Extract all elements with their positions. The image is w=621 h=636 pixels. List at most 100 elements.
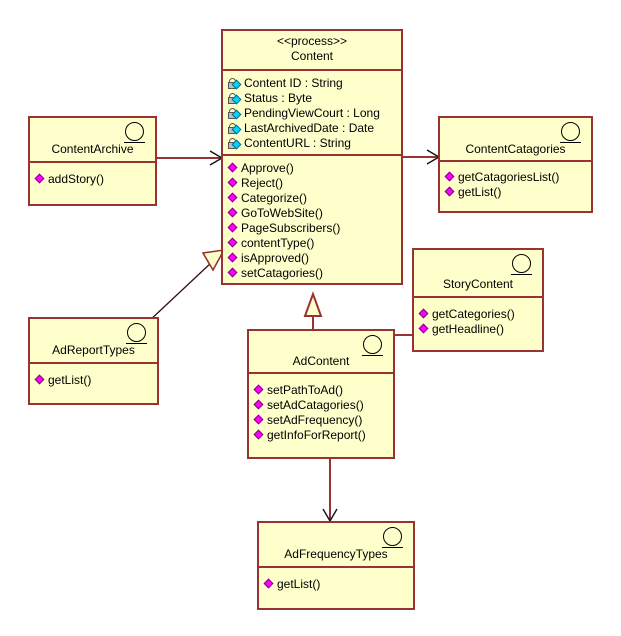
method-diamond-icon bbox=[227, 222, 239, 234]
method-row: setPathToAd() bbox=[253, 383, 393, 398]
method-label: isApproved() bbox=[241, 251, 310, 265]
method-diamond-icon bbox=[253, 399, 265, 411]
attribute-label: Status : Byte bbox=[244, 91, 313, 105]
method-label: setPathToAd() bbox=[267, 383, 344, 397]
method-row: isApproved() bbox=[227, 251, 401, 266]
attribute-label: Content ID : String bbox=[244, 76, 343, 90]
method-row: getCategories() bbox=[418, 307, 542, 322]
method-label: getList() bbox=[458, 185, 502, 199]
class-header-story-content: StoryContent bbox=[414, 250, 542, 298]
class-title: AdFrequencyTypes bbox=[284, 547, 388, 561]
method-label: GoToWebSite() bbox=[241, 206, 323, 220]
method-row: GoToWebSite() bbox=[227, 206, 401, 221]
methods-compartment-content: Approve() Reject() Categorize() GoToWebS… bbox=[223, 154, 401, 283]
attribute-label: ContentURL : String bbox=[244, 136, 351, 150]
method-diamond-icon bbox=[227, 252, 239, 264]
class-box-ad-report-types[interactable]: AdReportTypes getList() bbox=[28, 317, 159, 405]
method-row: PageSubscribers() bbox=[227, 221, 401, 236]
connector-adreporttypes-to-content bbox=[147, 248, 226, 323]
method-diamond-icon bbox=[253, 429, 265, 441]
method-label: PageSubscribers() bbox=[241, 221, 341, 235]
method-row: getCatagoriesList() bbox=[444, 170, 591, 185]
method-diamond-icon bbox=[253, 414, 265, 426]
methods-compartment-ad-frequency-types: getList() bbox=[259, 568, 413, 608]
method-label: getInfoForReport() bbox=[267, 428, 366, 442]
method-row: getList() bbox=[444, 185, 591, 200]
class-title: ContentCatagories bbox=[465, 142, 566, 156]
method-row: getHeadline() bbox=[418, 322, 542, 337]
method-diamond-icon bbox=[444, 186, 456, 198]
interface-lollipop-icon bbox=[559, 122, 583, 148]
method-label: getCatagoriesList() bbox=[458, 170, 560, 184]
attribute-row: ContentURL : String bbox=[228, 136, 401, 151]
method-diamond-icon bbox=[263, 578, 275, 590]
method-row: Reject() bbox=[227, 176, 401, 191]
class-header-ad-content: AdContent bbox=[249, 331, 393, 374]
class-box-content-catagories[interactable]: ContentCatagories getCatagoriesList() ge… bbox=[438, 116, 593, 213]
method-label: getList() bbox=[48, 373, 92, 387]
method-diamond-icon bbox=[418, 323, 430, 335]
class-box-ad-frequency-types[interactable]: AdFrequencyTypes getList() bbox=[257, 521, 415, 610]
method-row: contentType() bbox=[227, 236, 401, 251]
attribute-row: LastArchivedDate : Date bbox=[228, 121, 401, 136]
attribute-lock-icon bbox=[228, 92, 243, 105]
interface-lollipop-icon bbox=[125, 323, 149, 349]
methods-compartment-content-archive: addStory() bbox=[30, 163, 155, 204]
method-row: getList() bbox=[263, 577, 413, 592]
method-diamond-icon bbox=[227, 267, 239, 279]
class-box-content-archive[interactable]: ContentArchive addStory() bbox=[28, 116, 157, 206]
class-title: AdReportTypes bbox=[52, 343, 135, 357]
method-row: getInfoForReport() bbox=[253, 428, 393, 443]
class-title: Content bbox=[290, 49, 334, 63]
connector-adcontent-to-adfrequencytypes bbox=[322, 459, 338, 523]
method-label: contentType() bbox=[241, 236, 315, 250]
method-label: setAdFrequency() bbox=[267, 413, 363, 427]
method-row: Approve() bbox=[227, 161, 401, 176]
methods-compartment-ad-report-types: getList() bbox=[30, 364, 157, 403]
class-box-ad-content[interactable]: AdContent setPathToAd() setAdCatagories(… bbox=[247, 329, 395, 459]
attribute-label: PendingViewCourt : Long bbox=[244, 106, 380, 120]
method-diamond-icon bbox=[444, 171, 456, 183]
attribute-label: LastArchivedDate : Date bbox=[244, 121, 375, 135]
method-label: getList() bbox=[277, 577, 321, 591]
method-diamond-icon bbox=[227, 162, 239, 174]
attribute-lock-icon bbox=[228, 107, 243, 120]
method-label: setCatagories() bbox=[241, 266, 324, 280]
attribute-lock-icon bbox=[228, 122, 243, 135]
method-row: setAdFrequency() bbox=[253, 413, 393, 428]
method-label: setAdCatagories() bbox=[267, 398, 364, 412]
attribute-lock-icon bbox=[228, 137, 243, 150]
class-box-story-content[interactable]: StoryContent getCategories() getHeadline… bbox=[412, 248, 544, 352]
method-label: getHeadline() bbox=[432, 322, 505, 336]
class-header-content-catagories: ContentCatagories bbox=[440, 118, 591, 162]
method-diamond-icon bbox=[34, 173, 46, 185]
method-label: addStory() bbox=[48, 172, 105, 186]
method-diamond-icon bbox=[227, 237, 239, 249]
interface-lollipop-icon bbox=[381, 527, 405, 553]
method-diamond-icon bbox=[227, 177, 239, 189]
attribute-row: PendingViewCourt : Long bbox=[228, 106, 401, 121]
interface-lollipop-icon bbox=[123, 122, 147, 148]
method-diamond-icon bbox=[253, 384, 265, 396]
class-box-content[interactable]: <<process>> Content Content ID : String … bbox=[221, 29, 403, 285]
method-row: addStory() bbox=[34, 172, 155, 187]
method-diamond-icon bbox=[34, 374, 46, 386]
method-diamond-icon bbox=[227, 192, 239, 204]
method-diamond-icon bbox=[418, 308, 430, 320]
method-label: Approve() bbox=[241, 161, 294, 175]
attribute-row: Content ID : String bbox=[228, 76, 401, 91]
interface-lollipop-icon bbox=[361, 335, 385, 361]
method-label: Reject() bbox=[241, 176, 284, 190]
methods-compartment-ad-content: setPathToAd() setAdCatagories() setAdFre… bbox=[249, 374, 393, 457]
interface-lollipop-icon bbox=[510, 254, 534, 280]
method-label: getCategories() bbox=[432, 307, 515, 321]
class-header-ad-frequency-types: AdFrequencyTypes bbox=[259, 523, 413, 568]
method-diamond-icon bbox=[227, 207, 239, 219]
class-title: StoryContent bbox=[442, 277, 514, 291]
attribute-lock-icon bbox=[228, 77, 243, 90]
methods-compartment-content-catagories: getCatagoriesList() getList() bbox=[440, 162, 591, 211]
method-row: setCatagories() bbox=[227, 266, 401, 281]
method-label: Categorize() bbox=[241, 191, 308, 205]
method-row: setAdCatagories() bbox=[253, 398, 393, 413]
